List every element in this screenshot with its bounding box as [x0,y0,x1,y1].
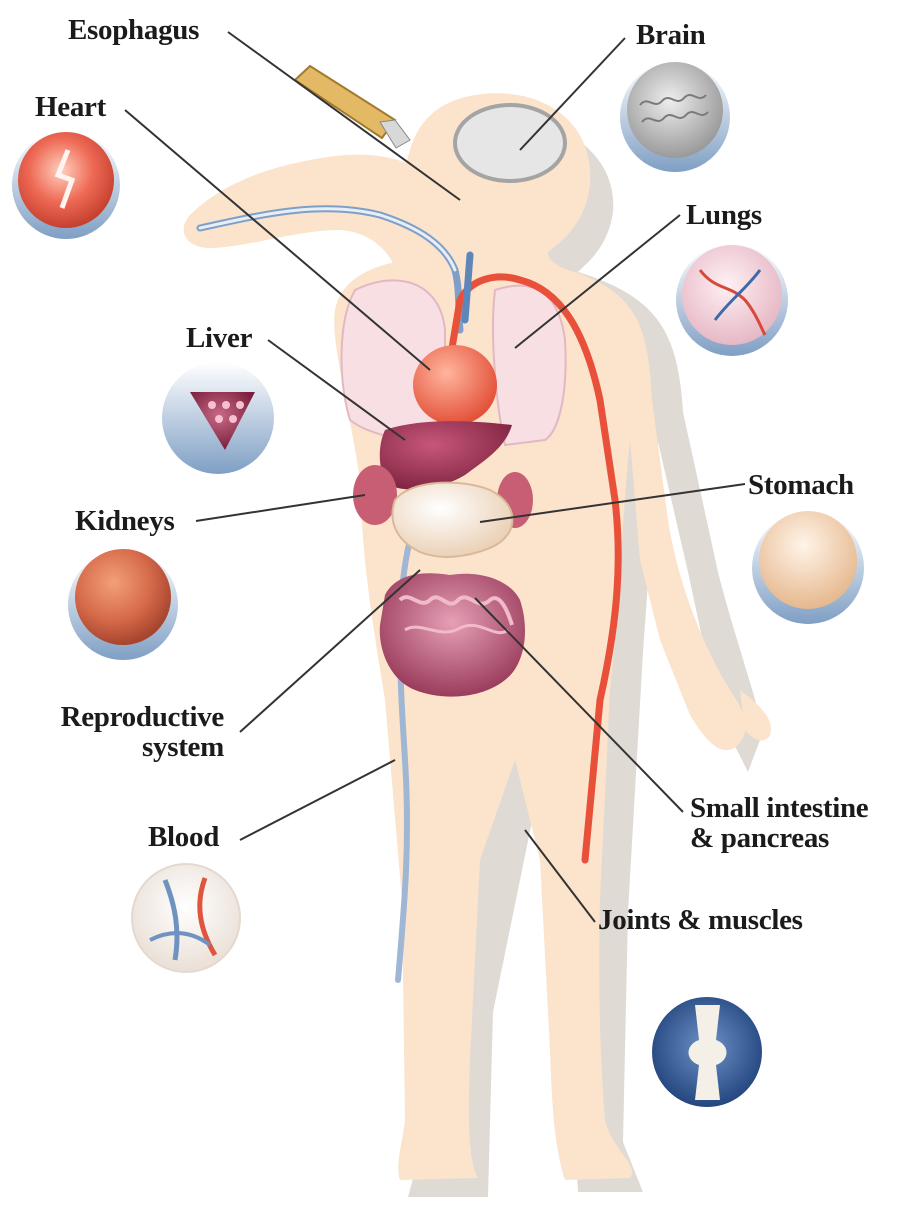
heart-detail-icon [12,131,120,239]
liver-detail-icon [162,362,274,474]
lungs-label: Lungs [686,200,762,230]
stomach-label: Stomach [748,470,854,500]
liver-label: Liver [186,323,252,353]
reproductive-label-line1: Reproductive [20,702,224,732]
joint-detail-icon [652,997,762,1107]
kidneys-label: Kidneys [75,506,174,536]
stomach-detail-icon [752,511,864,624]
blood-label: Blood [148,822,219,852]
heart-label: Heart [35,92,106,122]
esophagus-label: Esophagus [68,15,199,45]
vein [465,255,470,320]
lungs-detail-icon [676,244,788,356]
joints-label: Joints & muscles [598,905,803,935]
brain-detail-icon [620,62,730,172]
kidney-detail-icon [68,549,178,660]
blood-detail-icon [132,864,240,972]
small-intestine-label-line1: Small intestine [690,793,868,823]
brain-organ [455,105,565,181]
reproductive-system-label: Reproductive system [20,702,224,762]
intestine-organ [380,573,525,696]
reproductive-label-line2: system [20,732,224,762]
pill-bottle [295,66,410,148]
blood-leader [240,760,395,840]
kidneys-leader [196,495,365,521]
heart-organ [413,345,497,425]
small-intestine-label: Small intestine & pancreas [690,793,868,853]
brain-label: Brain [636,20,705,50]
small-intestine-label-line2: & pancreas [690,823,868,853]
